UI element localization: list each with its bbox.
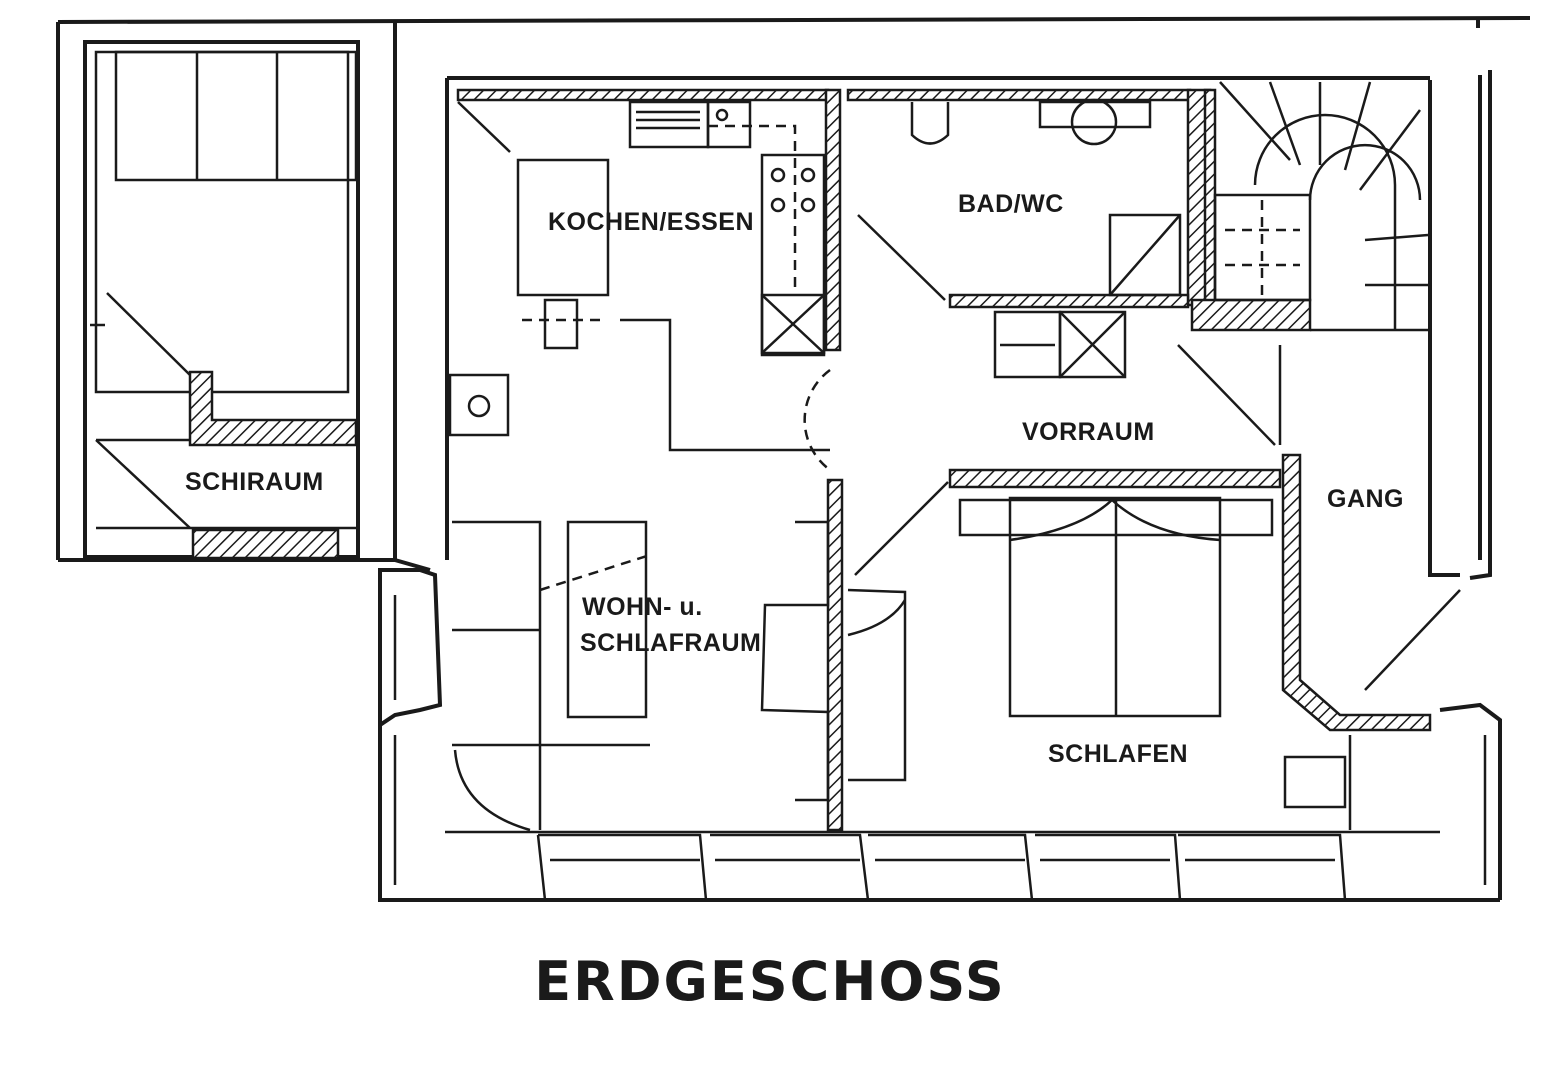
label-kochen-essen: KOCHEN/ESSEN <box>548 208 754 236</box>
living-furniture <box>452 520 907 832</box>
label-schiraum: SCHIRAUM <box>185 468 324 496</box>
label-bad-wc: BAD/WC <box>958 190 1064 218</box>
label-gang: GANG <box>1327 485 1404 513</box>
bedroom-furniture <box>854 481 1461 809</box>
apartment-walls <box>445 76 1432 832</box>
plan-title: ERDGESCHOSS <box>534 950 1005 1013</box>
building-outline <box>56 16 1531 580</box>
label-schlafen: SCHLAFEN <box>1048 740 1188 768</box>
label-wohn-line2: SCHLAFRAUM <box>580 629 761 657</box>
label-wohn-line1: WOHN- u. <box>582 593 703 621</box>
bathroom-fixtures <box>857 98 1182 379</box>
window-bays <box>378 568 1502 902</box>
kitchen-fixtures <box>448 100 831 472</box>
schiraum-block <box>83 40 360 560</box>
staircase <box>1177 81 1430 446</box>
label-vorraum: VORRAUM <box>1022 418 1155 446</box>
